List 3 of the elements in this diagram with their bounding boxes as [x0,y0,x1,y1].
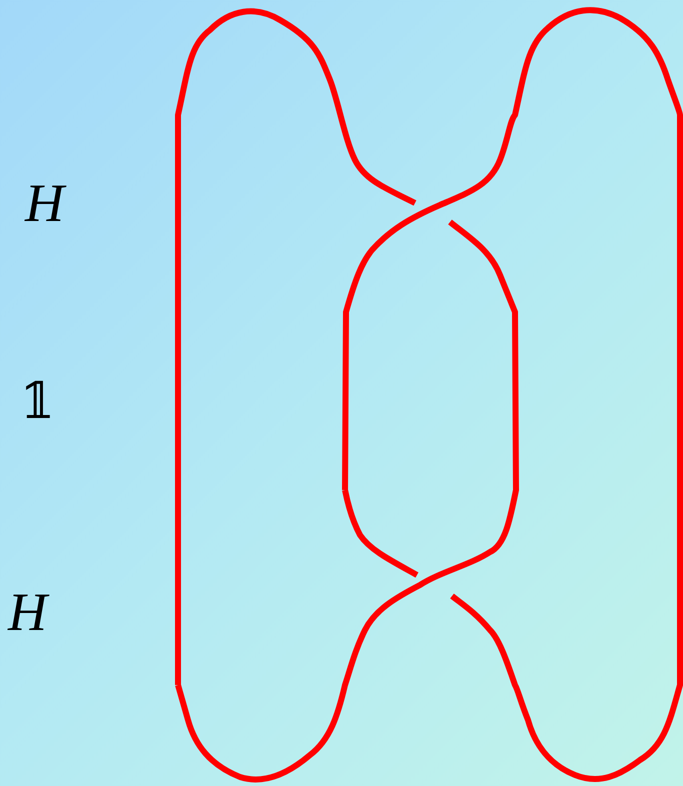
operator-label: H [25,176,64,230]
operator-label: 𝟙 [20,376,55,426]
operator-label: H [8,585,47,639]
